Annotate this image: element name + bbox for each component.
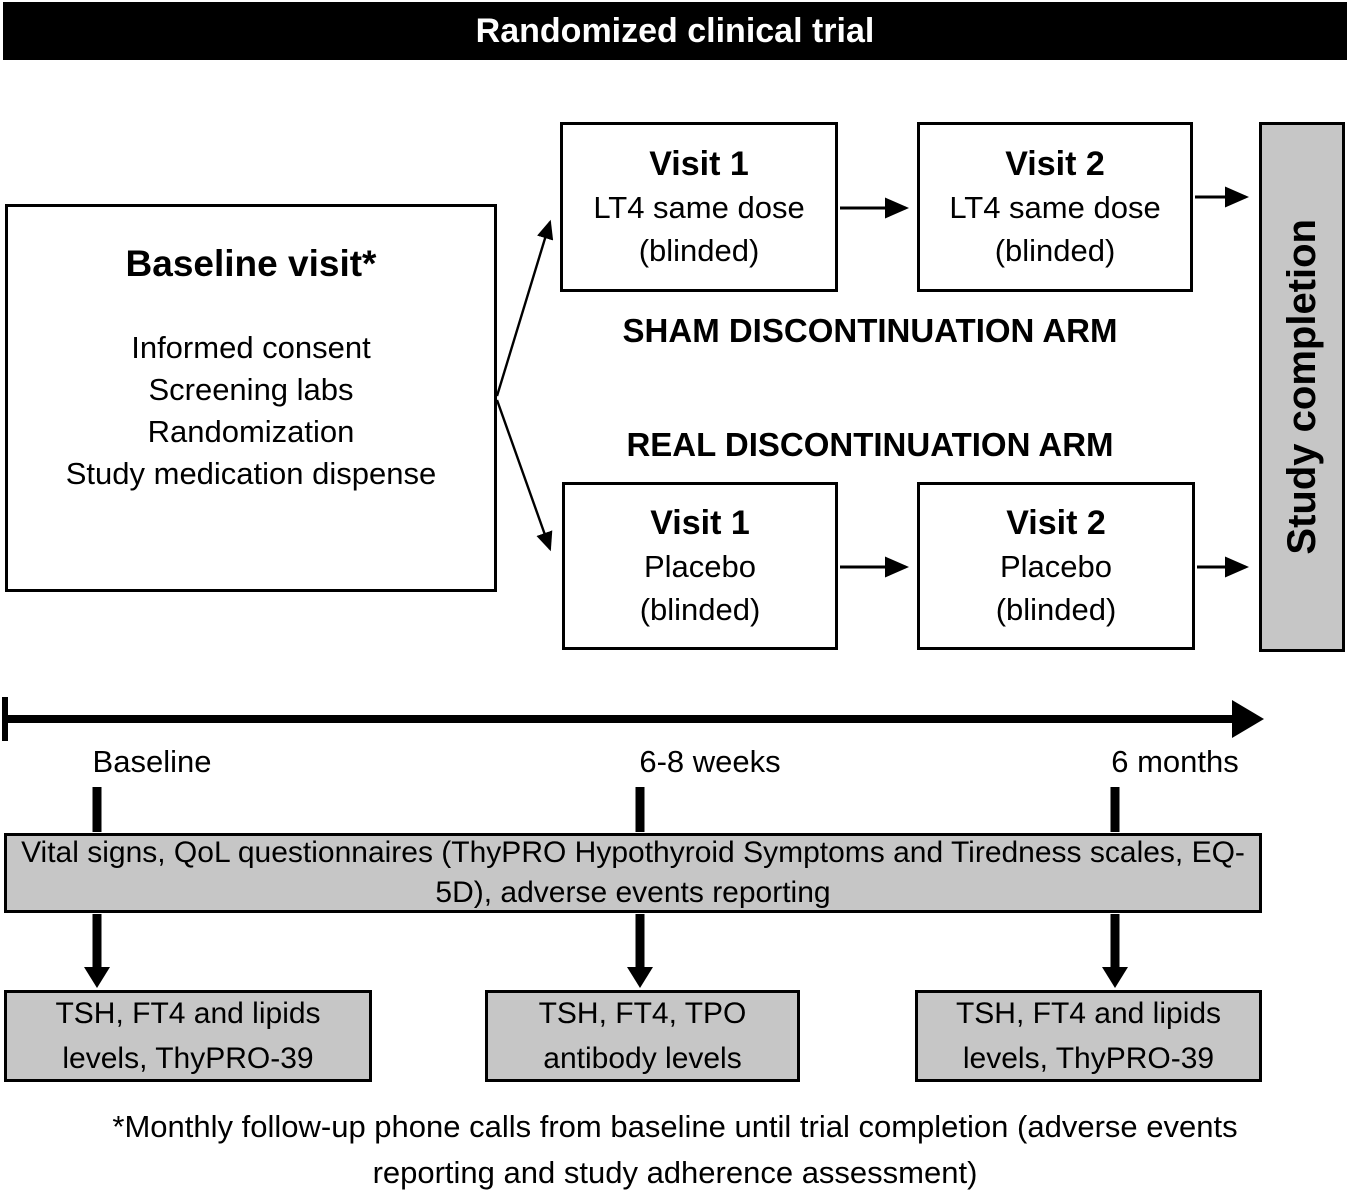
assessments-band: Vital signs, QoL questionnaires (ThyPRO … [4, 833, 1262, 913]
sham-visit-2-blinding: (blinded) [994, 233, 1116, 268]
timeline-arrowhead [1232, 700, 1264, 738]
real-visit-2-treatment: Placebo [999, 549, 1113, 584]
arrow-baseline-to-real [495, 399, 553, 552]
baseline-labs-box: TSH, FT4 and lipids levels, ThyPRO-39 [4, 990, 372, 1082]
baseline-visit-box: Baseline visit* Informed consent Screeni… [5, 204, 497, 592]
sham-visit-1-treatment: LT4 same dose [593, 190, 805, 225]
timeline-label-6-months: 6 months [1111, 744, 1239, 779]
months-labs-line2: levels, ThyPRO-39 [962, 1042, 1215, 1075]
vertical-arrow-months [1102, 787, 1128, 988]
real-arm-label: REAL DISCONTINUATION ARM [626, 426, 1114, 463]
baseline-labs-line2: levels, ThyPRO-39 [62, 1042, 314, 1075]
weeks-labs-line1: TSH, FT4, TPO [538, 997, 747, 1030]
arrow-baseline-to-sham [495, 219, 554, 397]
real-visit-2-title: Visit 2 [1006, 504, 1106, 542]
assessments-text: Vital signs, QoL questionnaires (ThyPRO … [21, 836, 1245, 909]
baseline-labs-line1: TSH, FT4 and lipids [55, 997, 321, 1030]
real-visit-1-blinding: (blinded) [639, 592, 761, 627]
real-visit-1-treatment: Placebo [643, 549, 757, 584]
sham-visit-1-blinding: (blinded) [638, 233, 760, 268]
timeline-label-6-8-weeks: 6-8 weeks [639, 744, 781, 779]
baseline-visit-activities: Informed consent Screening labs Randomiz… [66, 327, 437, 495]
real-visit-2-box: Visit 2 Placebo (blinded) [917, 482, 1195, 650]
baseline-item-medication-dispense: Study medication dispense [65, 456, 437, 491]
diagram-title: Randomized clinical trial [475, 11, 875, 50]
sham-arm-label: SHAM DISCONTINUATION ARM [622, 312, 1118, 349]
sham-visit-2-treatment: LT4 same dose [949, 190, 1161, 225]
vertical-arrow-weeks [627, 787, 653, 988]
baseline-item-screening-labs: Screening labs [148, 372, 354, 407]
baseline-item-randomization: Randomization [147, 414, 355, 449]
weeks-labs-line2: antibody levels [543, 1042, 742, 1075]
study-completion-label: Study completion [1279, 219, 1324, 555]
weeks-labs-box: TSH, FT4, TPO antibody levels [485, 990, 800, 1082]
months-labs-box: TSH, FT4 and lipids levels, ThyPRO-39 [915, 990, 1262, 1082]
sham-visit-2-title: Visit 2 [1005, 145, 1105, 183]
real-visit-1-title: Visit 1 [650, 504, 750, 542]
real-visit-1-box: Visit 1 Placebo (blinded) [562, 482, 838, 650]
sham-visit-2-box: Visit 2 LT4 same dose (blinded) [917, 122, 1193, 292]
timeline-label-baseline: Baseline [92, 744, 212, 779]
footnote-text: *Monthly follow-up phone calls from base… [112, 1109, 1238, 1190]
baseline-visit-title: Baseline visit* [125, 243, 377, 284]
months-labs-line1: TSH, FT4 and lipids [955, 997, 1222, 1030]
sham-visit-1-title: Visit 1 [649, 145, 749, 183]
real-visit-2-blinding: (blinded) [995, 592, 1117, 627]
vertical-arrow-baseline [84, 787, 110, 988]
sham-visit-1-box: Visit 1 LT4 same dose (blinded) [560, 122, 838, 292]
title-banner: Randomized clinical trial [3, 2, 1347, 60]
baseline-item-informed-consent: Informed consent [131, 330, 371, 365]
study-completion-box: Study completion [1259, 122, 1345, 652]
